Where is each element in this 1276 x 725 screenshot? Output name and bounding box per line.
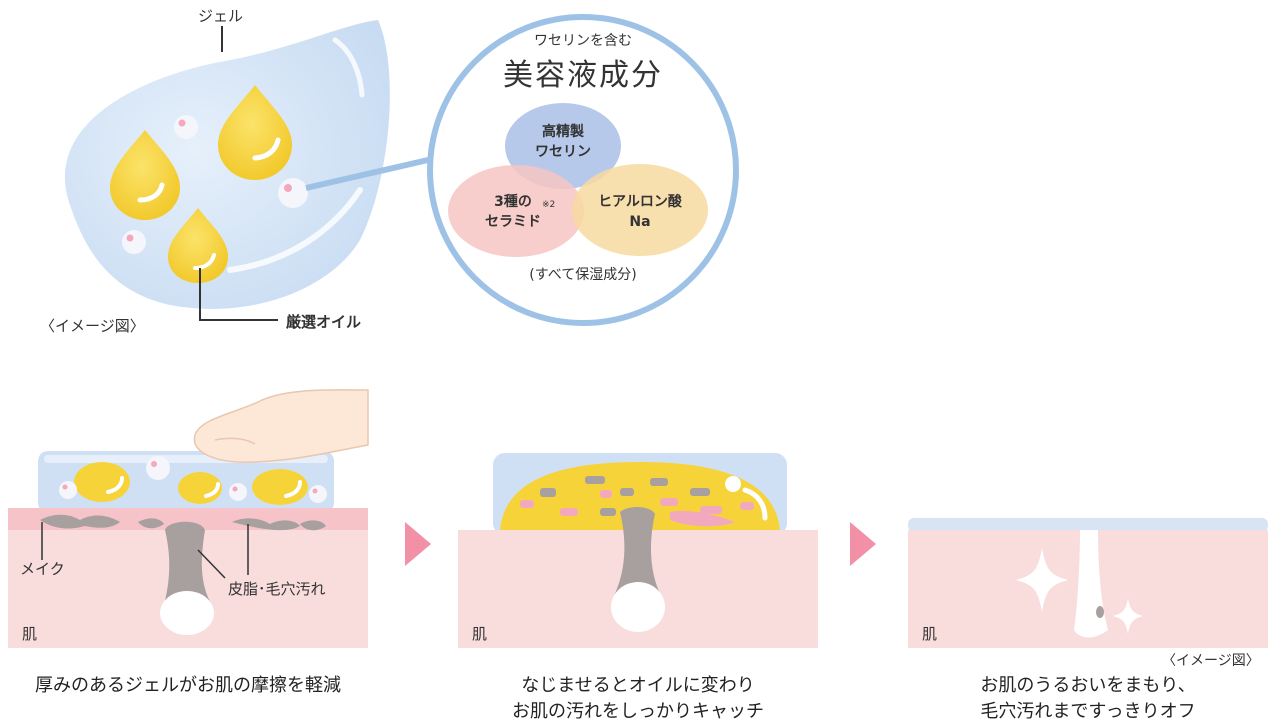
step3-caption: お肌のうるおいをまもり、 毛穴汚れまですっきりオフ [908,673,1268,725]
ingredient-ceramide-line1: 3種の [494,194,532,210]
ingredient-vaseline-line1: 高精製 [542,124,584,140]
ingredient-hyaluronic: ヒアルロン酸 Na [585,192,695,232]
venn-ceramide [448,165,584,257]
step2-skin-label: 肌 [472,625,488,643]
step2-dirt [540,476,710,516]
step1-caption-line1: 厚みのあるジェルがお肌の摩擦を軽減 [35,675,341,696]
image-note-top: 〈イメージ図〉 [40,317,145,335]
circle-subtitle: ワセリンを含む [534,33,632,49]
step2-particles [520,490,754,527]
oil-drop-3 [168,208,228,283]
circle-title: 美容液成分 [503,58,663,93]
ingredient-hyaluronic-line2: Na [629,214,651,230]
step3-caption-line2: 毛穴汚れまですっきりオフ [980,701,1196,722]
oil-label: 厳選オイル [286,313,362,331]
step3-skin-label: 肌 [922,625,938,643]
step2-caption: なじませるとオイルに変わり お肌の汚れをしっかりキャッチ [458,673,818,725]
pearl-3 [278,178,308,208]
step1-skin-label: 肌 [22,625,38,643]
ingredient-ceramide: 3種の セラミド [468,192,558,232]
gel-label: ジェル [198,7,244,25]
pearl-1 [174,115,198,139]
step2-caption-line1: なじませるとオイルに変わり [521,675,755,696]
ingredient-hyaluronic-line1: ヒアルロン酸 [598,194,682,210]
ingredient-vaseline: 高精製 ワセリン [513,122,613,162]
ingredient-vaseline-line2: ワセリン [535,144,591,160]
venn-hyaluronic [572,164,708,256]
image-note-bottom: 〈イメージ図〉 [1162,653,1260,669]
oil-drop-1 [218,85,292,180]
step1-pearls [59,456,327,503]
circle-footnote: (すべて保湿成分) [529,267,637,283]
step1-makeup-label: メイク [20,560,65,578]
sparkle-icon-large [1016,548,1068,612]
step1-sebum-label: 皮脂･毛穴汚れ [228,580,326,598]
sparkle-icon-small [1113,598,1143,634]
finger-icon [193,389,369,463]
arrow-1-icon [405,522,431,566]
ingredient-ceramide-line2: セラミド [485,214,541,230]
step2-caption-line2: お肌の汚れをしっかりキャッチ [512,701,764,722]
arrow-2-icon [850,522,876,566]
oil-drop-2 [110,130,180,220]
pearl-2 [122,230,146,254]
step1-oil-drops [74,462,308,505]
ceramide-note: ※2 [542,200,556,210]
step3-caption-line1: お肌のうるおいをまもり、 [980,675,1196,696]
step1-caption: 厚みのあるジェルがお肌の摩擦を軽減 [8,673,368,699]
